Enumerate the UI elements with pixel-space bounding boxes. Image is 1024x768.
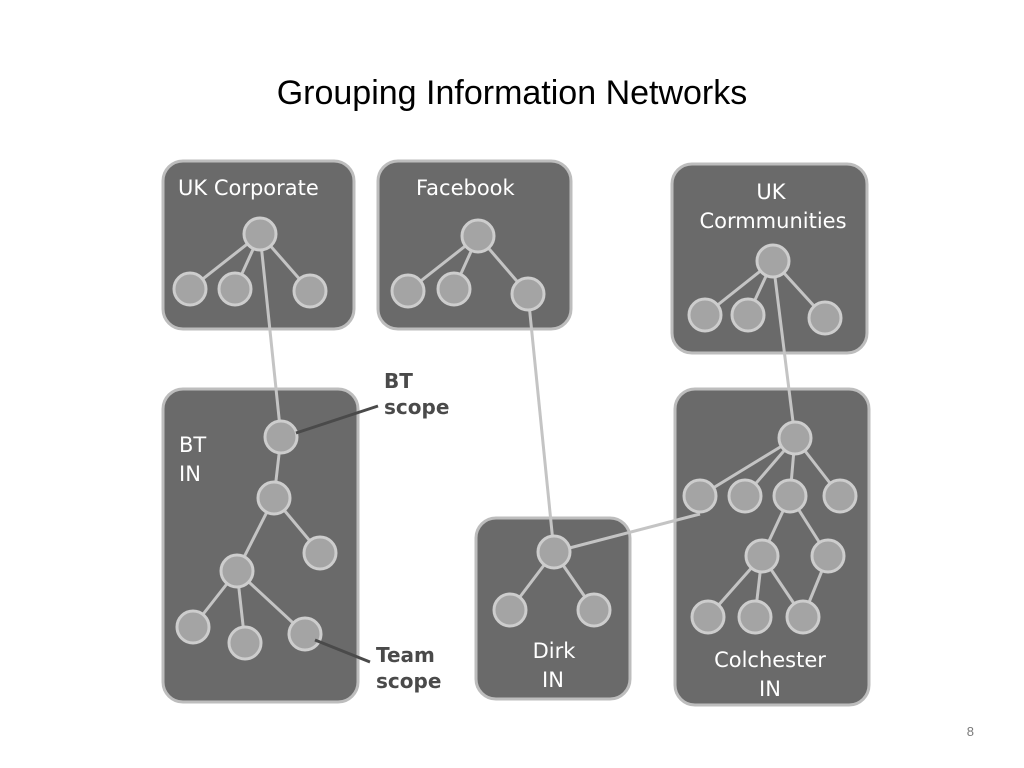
node [460, 218, 496, 254]
edge-dirk-to-colchester [553, 512, 701, 554]
node [390, 273, 426, 309]
node [287, 616, 323, 652]
edge-facebook-to-dirk [526, 293, 556, 553]
panel-dirk-in [474, 516, 632, 701]
node [217, 271, 253, 307]
node [302, 535, 338, 571]
node [510, 276, 546, 312]
annotation-labels: BT scope Team scope [376, 369, 449, 693]
node [175, 609, 211, 645]
label-uk-communities-line2: Cormmunities [699, 209, 846, 233]
bt-scope-label-line2: scope [384, 395, 449, 419]
node [219, 553, 255, 589]
node [687, 297, 723, 333]
annotation-pointers [295, 404, 379, 664]
node [682, 478, 718, 514]
node [737, 599, 773, 635]
node [785, 599, 821, 635]
node [242, 216, 278, 252]
team-scope-pointer [314, 638, 371, 664]
edge-communities-to-colchester [771, 260, 797, 439]
team-scope-label-line1: Team [376, 643, 435, 667]
node [730, 297, 766, 333]
node [690, 599, 726, 635]
nodes [172, 216, 858, 661]
node [263, 419, 299, 455]
node [172, 271, 208, 307]
node [492, 592, 528, 628]
label-facebook: Facebook [416, 176, 516, 200]
label-uk-communities-line1: UK [756, 180, 786, 204]
node [727, 478, 763, 514]
label-uk-corporate: UK Corporate [178, 176, 319, 200]
node [810, 538, 846, 574]
node [576, 592, 612, 628]
group-labels: UK Corporate Facebook UK Cormmunities BT… [178, 176, 847, 701]
label-bt-in-line2: IN [179, 462, 201, 486]
team-scope-label-line2: scope [376, 669, 441, 693]
node [256, 480, 292, 516]
node [744, 538, 780, 574]
node [292, 273, 328, 309]
node [777, 420, 813, 456]
label-colchester-in-line1: Colchester [714, 648, 826, 672]
slide-title: Grouping Information Networks [276, 74, 748, 112]
node [772, 478, 808, 514]
bt-scope-pointer [295, 404, 379, 435]
node [822, 478, 858, 514]
node [536, 534, 572, 570]
label-dirk-in-line1: Dirk [533, 639, 577, 663]
edge [699, 436, 796, 498]
node [755, 243, 791, 279]
page-number: 8 [966, 724, 974, 739]
node [227, 625, 263, 661]
label-colchester-in-line2: IN [759, 677, 781, 701]
node [436, 271, 472, 307]
inter-group-edges [258, 233, 797, 554]
bt-scope-label-line1: BT [384, 369, 413, 393]
label-bt-in-line1: BT [179, 433, 206, 457]
node [807, 300, 843, 336]
edge-uk-corporate-to-bt [258, 233, 283, 438]
label-dirk-in-line2: IN [542, 668, 564, 692]
